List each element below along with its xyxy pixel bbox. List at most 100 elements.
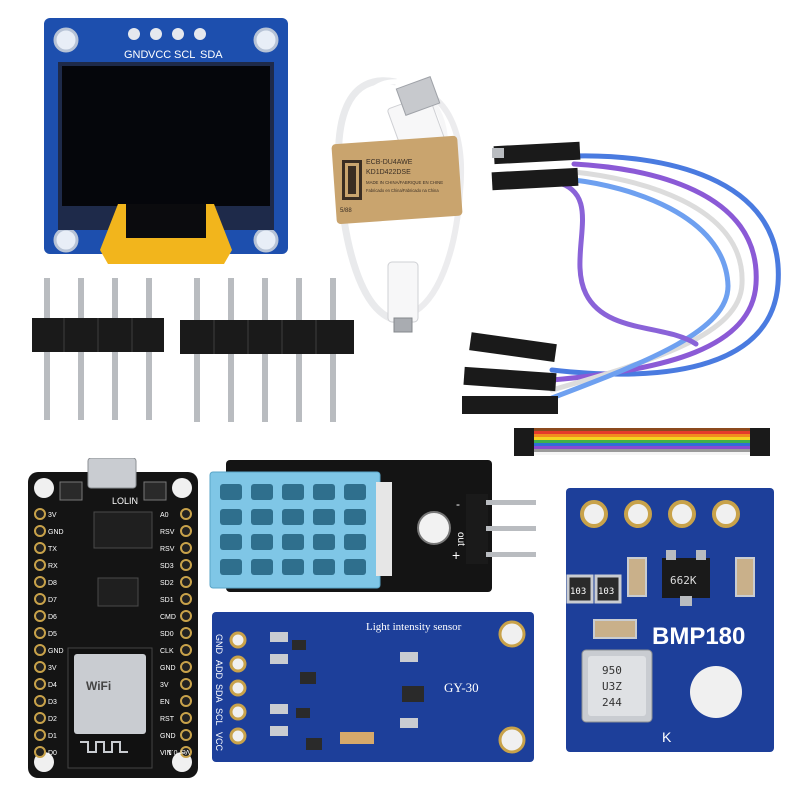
bmp180-pressure-sensor: 103 103 662K BMP180 950 U3Z 244 K <box>566 488 774 752</box>
nodemcu-pin-label: RX <box>48 563 58 570</box>
nodemcu-pin-hole <box>34 661 46 673</box>
nodemcu-pin-label: SD2 <box>160 580 174 587</box>
nodemcu-pin-hole <box>34 644 46 656</box>
cable-label-line: ECB-DU4AWE <box>366 159 413 166</box>
dht-vent-slot <box>251 509 273 525</box>
dht-sensor-housing <box>209 471 381 589</box>
oled-pin-label: GND <box>124 49 149 61</box>
corner-mark: K <box>662 729 672 745</box>
nodemcu-pin-hole <box>180 576 192 588</box>
cable-label-line: Fabricado en China/Fabricado na China <box>366 188 439 193</box>
gy30-pin-label: GND <box>214 634 224 655</box>
chip-marking: 950 <box>602 664 622 677</box>
dht-vent-slot <box>344 559 366 575</box>
oled-screen <box>62 66 270 206</box>
oled-pin-label: SDA <box>200 49 223 61</box>
nodemcu-pin-label: RST <box>160 716 175 723</box>
nodemcu-pin-label: 3V <box>160 682 169 689</box>
dht-vent-slot <box>313 484 335 500</box>
nodemcu-pin-hole <box>34 576 46 588</box>
gy30-title: Light intensity sensor <box>366 621 462 633</box>
nodemcu-pin-hole <box>180 610 192 622</box>
pin-header-5 <box>180 278 354 422</box>
bmp180-resistors: 103 103 <box>566 557 755 639</box>
nodemcu-pin-hole <box>180 695 192 707</box>
nodemcu-pin-hole <box>180 627 192 639</box>
nodemcu-pin-label: CMD <box>160 614 176 621</box>
nodemcu-pin-hole <box>180 559 192 571</box>
dht-vent-slot <box>220 484 242 500</box>
gy30-model: GY-30 <box>444 680 479 695</box>
dht-vent-slot <box>344 534 366 550</box>
cable-label-line: MADE IN CHINA/FABRIQUE EN CHINE <box>366 180 443 185</box>
nodemcu-pin-label: D6 <box>48 614 57 621</box>
nodemcu-pin-label: D8 <box>48 580 57 587</box>
nodemcu-pin-hole <box>34 593 46 605</box>
gy30-components <box>270 632 424 750</box>
nodemcu-pin-label: D3 <box>48 699 57 706</box>
nodemcu-pin-hole <box>34 678 46 690</box>
cable-side-code: 5/88 <box>340 208 352 214</box>
dht-vent-slot <box>251 534 273 550</box>
nodemcu-pin-label: D0 <box>48 750 57 757</box>
gy30-pin-label: SCL <box>214 708 224 726</box>
nodemcu-pin-hole <box>180 644 192 656</box>
micro-usb-cable: ECB-DU4AWE KD1D422DSE MADE IN CHINA/FABR… <box>331 76 464 333</box>
nodemcu-pin-hole <box>34 542 46 554</box>
regulator-code: 662K <box>670 574 697 587</box>
nodemcu-pin-label: A0 <box>160 512 169 519</box>
dht-vent-slot <box>282 559 304 575</box>
gy30-pin-label: SDA <box>214 684 224 703</box>
nodemcu-pin-label: GND <box>160 733 176 740</box>
micro-usb-connector <box>387 261 419 333</box>
dht-vent-slot <box>313 534 335 550</box>
nodemcu-pin-hole <box>180 712 192 724</box>
nodemcu-pin-label: SD3 <box>160 563 174 570</box>
nodemcu-pin-hole <box>180 678 192 690</box>
dht11-sensor-module: - out + <box>209 460 536 592</box>
nodemcu-pin-hole <box>34 712 46 724</box>
dht-vent-slot <box>282 534 304 550</box>
cable-tie-label: ECB-DU4AWE KD1D422DSE MADE IN CHINA/FABR… <box>331 135 463 224</box>
nodemcu-pin-hole <box>180 729 192 741</box>
nodemcu-pin-label: RSV <box>160 529 175 536</box>
nodemcu-pin-label: D7 <box>48 597 57 604</box>
nodemcu-pin-label: GND <box>48 529 64 536</box>
rainbow-ribbon-jumpers <box>514 428 770 456</box>
pin-header-4 <box>32 278 164 420</box>
dupont-connector-top <box>491 141 581 191</box>
nodemcu-pin-hole <box>34 559 46 571</box>
dht-vent-slot <box>220 559 242 575</box>
gy30-pin-label: VCC <box>214 732 224 752</box>
voltage-regulator: 662K <box>662 550 710 606</box>
board-brand: LOLIN <box>112 496 138 506</box>
nodemcu-pin-hole <box>34 610 46 622</box>
nodemcu-right-pins: A0RSVRSVSD3SD2SD1CMDSD0CLKGND3VENRSTGNDV… <box>160 508 192 758</box>
usb-uart-chip <box>93 511 153 549</box>
bmp180-model: BMP180 <box>652 623 745 650</box>
nodemcu-pin-hole <box>180 593 192 605</box>
resistor-code: 103 <box>598 587 614 597</box>
resistor-code: 103 <box>570 587 586 597</box>
board-version: Ver 0.1 <box>168 748 190 755</box>
nodemcu-pin-hole <box>180 525 192 537</box>
nodemcu-pin-label: RSV <box>160 546 175 553</box>
mount-hole <box>253 27 279 53</box>
mount-hole <box>53 227 79 253</box>
nodemcu-pin-hole <box>180 661 192 673</box>
oled-display-module: GND VCC SCL SDA <box>44 18 288 264</box>
nodemcu-pin-label: D5 <box>48 631 57 638</box>
nodemcu-pin-label: GND <box>160 665 176 672</box>
dht-vent-slot <box>313 509 335 525</box>
dht-vent-slot <box>220 534 242 550</box>
oled-pin-pads <box>128 28 206 40</box>
dht-vent-slot <box>313 559 335 575</box>
oled-pin-label: VCC <box>148 49 171 61</box>
gy30-pin-label: ADD <box>214 660 224 680</box>
chip-marking: U3Z <box>602 680 622 693</box>
dht-pin-label: - <box>456 497 460 511</box>
mount-hole <box>253 227 279 253</box>
dht-vent-slot <box>344 509 366 525</box>
gy30-light-sensor: GND ADD SDA SCL VCC Light intensity sens… <box>212 612 534 762</box>
